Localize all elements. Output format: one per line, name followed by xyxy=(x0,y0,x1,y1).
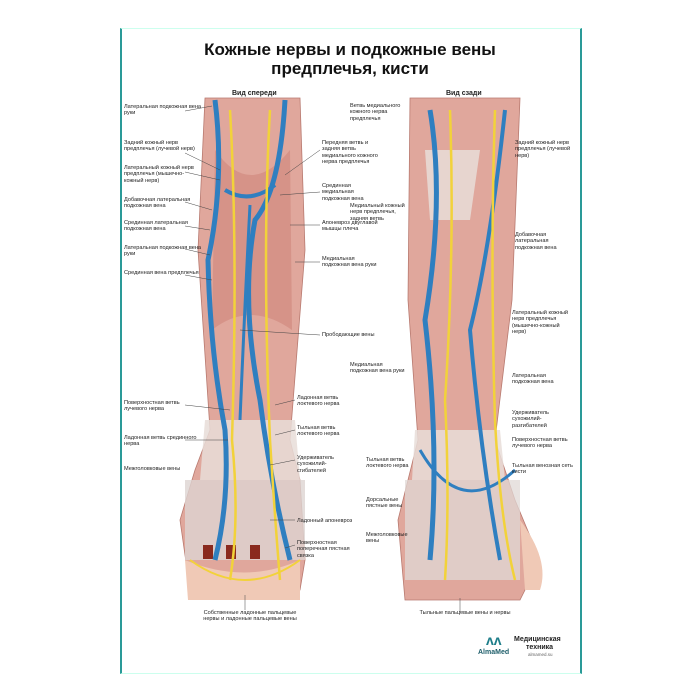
label-palmar-aponeurosis: Ладонный апоневроз xyxy=(297,518,353,524)
label-flexor-retinaculum: Удерживатель сухожилий-сгибателей xyxy=(297,455,334,474)
label-back-dorsal-ulnar: Тыльная ветвь локтевого нерва xyxy=(366,457,409,470)
label-intercapitular-veins: Межголовковые вены xyxy=(124,466,181,472)
label-extensor-retinaculum: Удерживатель сухожилий-разгибателей xyxy=(512,410,549,429)
label-superficial-radial-nerve: Поверхностная ветвь лучевого нерва xyxy=(124,400,180,413)
label-back-posterior-cutaneous: Задний кожный нерв предплечья (лучевой н… xyxy=(515,140,571,159)
label-accessory-lateral-vein: Добавочная латеральная подкожная вена xyxy=(124,197,191,210)
label-palmar-median-branch: Ладонная ветвь срединного нерва xyxy=(124,435,197,448)
label-bicipital-aponeurosis: Апоневроз двуглавой мышцы плеча xyxy=(322,220,378,233)
back-forearm-illustration xyxy=(397,97,543,601)
logo-line1: Медицинская xyxy=(514,636,561,643)
label-dorsal-digital: Тыльные пальцевые вены и нервы xyxy=(419,610,511,616)
label-back-medial-vein: Медиальная подкожная вена руки xyxy=(350,362,405,375)
label-transverse-metacarpal-ligament: Поверхностная поперечная пястная связка xyxy=(297,540,350,559)
label-back-lateral-vein: Латеральная подкожная вена xyxy=(512,373,554,386)
label-back-intercapitular: Межголовковые вены xyxy=(366,532,408,545)
label-medial-saphenous-vein: Медиальная подкожная вена руки xyxy=(322,256,377,269)
label-back-superficial-radial: Поверхностная ветвь лучевого нерва xyxy=(512,437,568,450)
label-median-forearm-vein: Срединная вена предплечья xyxy=(124,270,199,276)
poster-title-line2: предплечья, кисти xyxy=(271,59,429,78)
almamed-logo-icon: ʌʌ xyxy=(486,632,502,648)
front-view-heading: Вид спереди xyxy=(232,90,277,97)
logo-line2: техника xyxy=(526,644,554,651)
label-palmar-ulnar-branch: Ладонная ветвь локтевого нерва xyxy=(297,395,340,408)
logo-site: almamed.su xyxy=(528,652,553,657)
label-lateral-saphenous-vein: Латеральная подкожная вена руки xyxy=(124,104,202,117)
poster-title-line1: Кожные нервы и подкожные вены xyxy=(204,40,496,59)
leader-lines xyxy=(184,105,461,612)
label-back-lateral-cutaneous: Латеральный кожный нерв предплечья (мыше… xyxy=(512,310,568,336)
front-forearm-illustration xyxy=(179,97,306,600)
label-median-medial-vein: Срединная медиальная подкожная вена xyxy=(322,183,364,202)
label-back-medial-posterior: Медиальный кожный нерв предплечья, задня… xyxy=(350,203,405,222)
label-palmar-digital: Собственные ладонные пальцевые нервы и л… xyxy=(203,610,297,623)
label-back-accessory-vein: Добавочная латеральная подкожная вена xyxy=(515,232,557,251)
back-view-heading: Вид сзади xyxy=(446,90,482,97)
label-lateral-cutaneous-nerve: Латеральный кожный нерв предплечья (мыше… xyxy=(124,165,194,184)
poster-frame xyxy=(120,28,582,674)
label-dorsal-metacarpal-veins: Дорсальные пястные вены xyxy=(366,497,403,510)
label-dorsal-venous-network: Тыльная венозная сеть кисти xyxy=(512,463,573,476)
label-dorsal-ulnar-branch: Тыльная ветвь локтевого нерва xyxy=(297,425,340,438)
label-median-lateral-vein: Срединная латеральная подкожная вена xyxy=(124,220,188,233)
label-medial-cutaneous-branches: Передняя ветвь и задняя ветвь медиальног… xyxy=(322,140,378,166)
logo-brand: AlmaMed xyxy=(478,649,510,656)
label-lateral-vein-arm: Латеральная подкожная вена руки xyxy=(124,245,202,258)
label-back-medial-branch: Ветвь медиального кожного нерва предплеч… xyxy=(350,103,401,122)
label-posterior-cutaneous-nerve: Задний кожный нерв предплечья (лучевой н… xyxy=(124,140,195,153)
label-perforating-veins: Прободающие вены xyxy=(322,332,375,338)
